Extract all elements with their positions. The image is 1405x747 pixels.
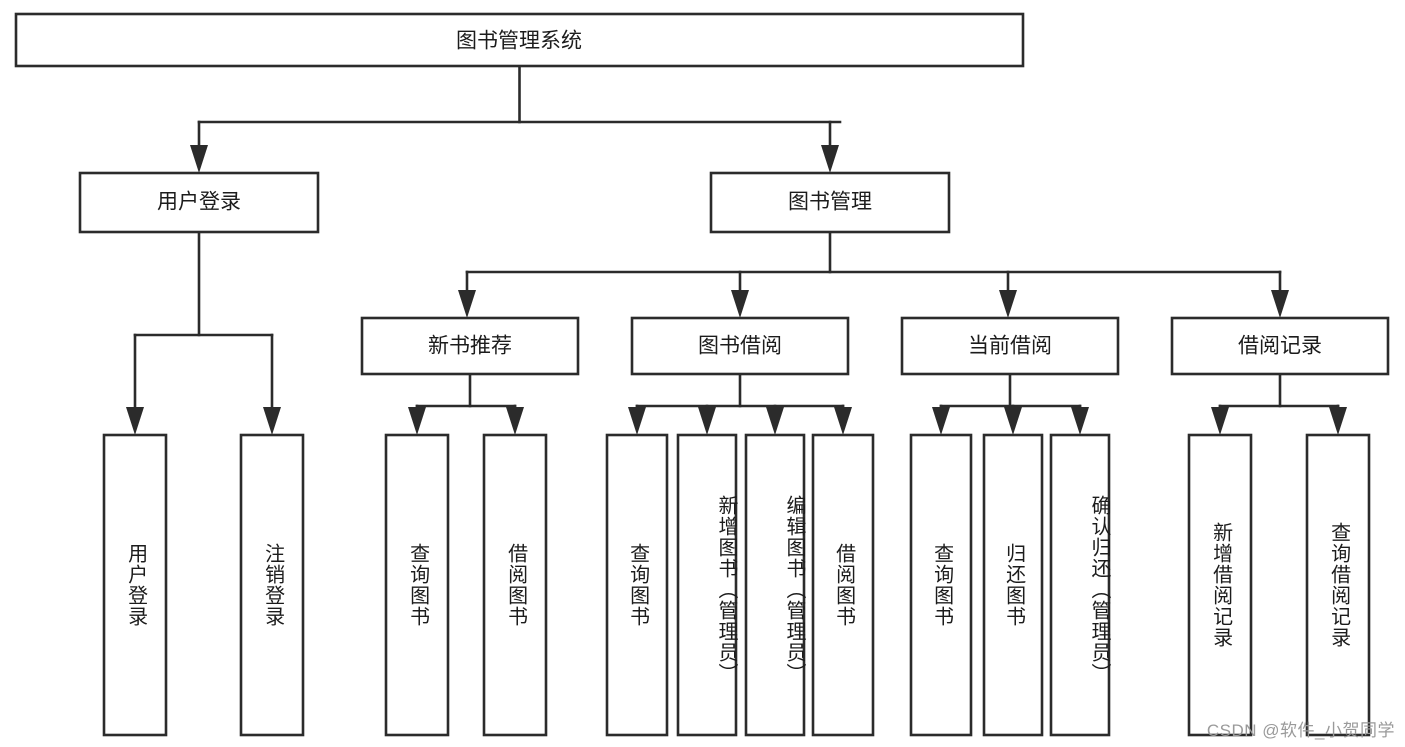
leaf-boxes-group xyxy=(102,433,1371,737)
node-user-login[interactable]: 用户登录 xyxy=(78,171,320,234)
node-book-borrow-box[interactable] xyxy=(630,316,850,376)
connector-group-user-login xyxy=(126,230,281,435)
node-leaf-add-record-box[interactable] xyxy=(1187,433,1253,737)
arrowhead-leaf-query-book-cur xyxy=(932,407,950,435)
arrowhead-leaf-user-logout xyxy=(263,407,281,435)
node-current-borrow-box[interactable] xyxy=(900,316,1120,376)
connector-group-new-book-recommend xyxy=(408,372,524,435)
node-root-label: 图书管理系统 xyxy=(456,30,582,53)
arrowhead-leaf-user-login xyxy=(126,407,144,435)
connector-group-root xyxy=(190,64,842,173)
node-borrow-record-label: 借阅记录 xyxy=(1238,335,1322,358)
node-leaf-borrow-book-rec-box[interactable] xyxy=(482,433,548,737)
node-new-book-recommend-box[interactable] xyxy=(360,316,580,376)
watermark-text: CSDN @软件_小贺同学 xyxy=(1206,721,1395,740)
arrowhead-leaf-query-book-bor xyxy=(628,407,646,435)
node-book-manage[interactable]: 图书管理 xyxy=(709,171,951,234)
node-leaf-user-logout-box[interactable] xyxy=(239,433,305,737)
node-user-login-box[interactable] xyxy=(78,171,320,234)
node-book-manage-box[interactable] xyxy=(709,171,951,234)
node-leaf-add-book-box[interactable] xyxy=(676,433,738,737)
node-borrow-record-box[interactable] xyxy=(1170,316,1390,376)
node-book-borrow[interactable]: 图书借阅 xyxy=(630,316,850,376)
node-leaf-query-book-rec-box[interactable] xyxy=(384,433,450,737)
arrowhead-leaf-confirm-return xyxy=(1071,407,1089,435)
arrowhead-current-borrow xyxy=(999,290,1017,318)
node-leaf-query-book-cur-box[interactable] xyxy=(909,433,973,737)
node-leaf-confirm-return-box[interactable] xyxy=(1049,433,1111,737)
arrowhead-user-login xyxy=(190,145,208,173)
arrowhead-leaf-edit-book xyxy=(766,407,784,435)
node-leaf-user-login-box[interactable] xyxy=(102,433,168,737)
arrowhead-book-manage xyxy=(821,145,839,173)
connector-group-current-borrow xyxy=(932,372,1089,435)
node-book-manage-label: 图书管理 xyxy=(788,191,872,214)
node-book-borrow-label: 图书借阅 xyxy=(698,335,782,358)
arrowhead-borrow-record xyxy=(1271,290,1289,318)
connector-group-borrow-record xyxy=(1211,372,1347,435)
node-current-borrow[interactable]: 当前借阅 xyxy=(900,316,1120,376)
arrowhead-leaf-add-book xyxy=(698,407,716,435)
node-current-borrow-label: 当前借阅 xyxy=(968,335,1052,358)
arrowhead-leaf-add-record xyxy=(1211,407,1229,435)
arrowhead-leaf-borrow-book xyxy=(834,407,852,435)
arrowhead-leaf-query-record xyxy=(1329,407,1347,435)
node-leaf-return-book-box[interactable] xyxy=(982,433,1044,737)
node-leaf-borrow-book-box[interactable] xyxy=(811,433,875,737)
connector-group-book-manage xyxy=(458,230,1289,318)
connector-group-book-borrow xyxy=(628,372,852,435)
arrowhead-leaf-return-book xyxy=(1004,407,1022,435)
node-leaf-edit-book-box[interactable] xyxy=(744,433,806,737)
node-leaf-query-record-box[interactable] xyxy=(1305,433,1371,737)
arrowhead-new-book-recommend xyxy=(458,290,476,318)
node-leaf-query-book-bor-box[interactable] xyxy=(605,433,669,737)
arrowhead-leaf-borrow-book-rec xyxy=(506,407,524,435)
arrowhead-book-borrow xyxy=(731,290,749,318)
node-new-book-recommend[interactable]: 新书推荐 xyxy=(360,316,580,376)
node-root-box[interactable] xyxy=(14,12,1025,68)
arrowhead-leaf-query-book-rec xyxy=(408,407,426,435)
node-new-book-recommend-label: 新书推荐 xyxy=(428,335,512,358)
node-user-login-label: 用户登录 xyxy=(157,191,241,214)
node-borrow-record[interactable]: 借阅记录 xyxy=(1170,316,1390,376)
node-root[interactable]: 图书管理系统 xyxy=(14,12,1025,68)
